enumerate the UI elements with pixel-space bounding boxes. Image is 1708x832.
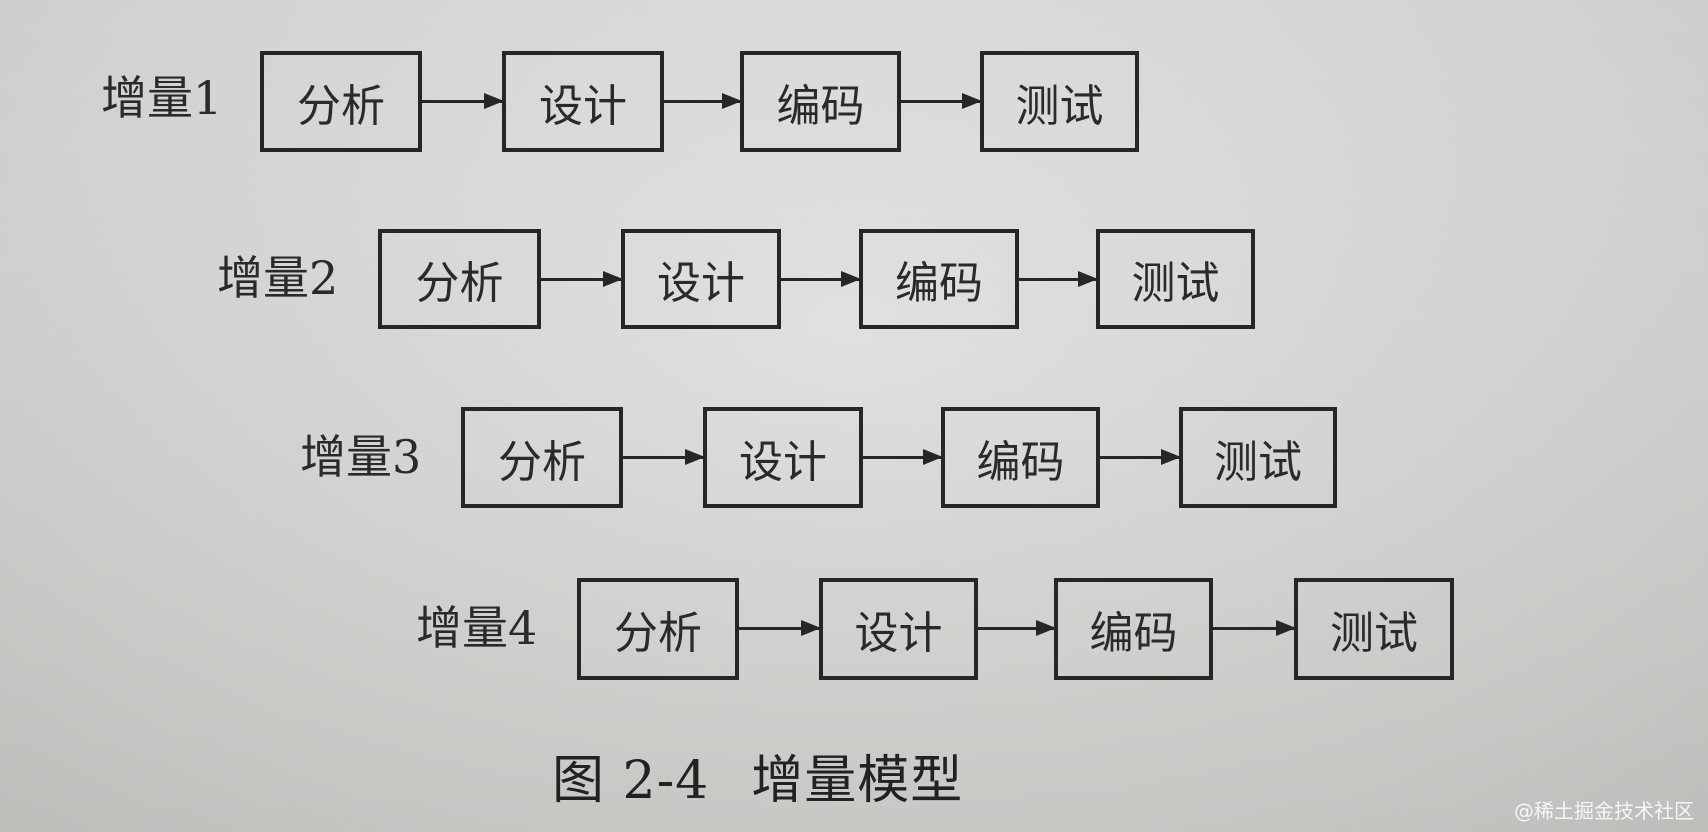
step-box-testing: 测试: [980, 51, 1139, 152]
step-box-design: 设计: [703, 407, 863, 508]
step-box-coding: 编码: [941, 407, 1100, 508]
flow-arrow: [664, 93, 742, 109]
flow-arrow: [1019, 271, 1098, 287]
step-box-testing: 测试: [1096, 229, 1255, 329]
flow-arrow: [978, 620, 1056, 636]
step-box-analysis: 分析: [461, 407, 623, 508]
step-box-coding: 编码: [740, 51, 901, 152]
step-box-analysis: 分析: [577, 578, 739, 680]
flow-arrow: [623, 449, 705, 465]
flow-arrow: [739, 620, 821, 636]
increment-label: 增量4: [416, 601, 538, 655]
flow-arrow: [781, 271, 861, 287]
step-box-design: 设计: [621, 229, 781, 329]
increment-label: 增量3: [300, 430, 422, 484]
step-box-coding: 编码: [859, 229, 1019, 329]
watermark: @稀土掘金技术社区: [1514, 799, 1694, 823]
flow-arrow: [1213, 620, 1296, 636]
flow-arrow: [863, 449, 943, 465]
flow-arrow: [541, 271, 623, 287]
figure-caption: 图 2-4 增量模型: [552, 738, 963, 813]
increment-label: 增量2: [217, 251, 339, 305]
step-box-testing: 测试: [1179, 407, 1337, 508]
flow-arrow: [1100, 449, 1181, 465]
flow-arrow: [901, 93, 982, 109]
step-box-analysis: 分析: [260, 51, 422, 152]
step-box-design: 设计: [502, 51, 664, 152]
step-box-analysis: 分析: [378, 229, 541, 329]
increment-label: 增量1: [101, 71, 223, 125]
flow-arrow: [422, 93, 504, 109]
step-box-testing: 测试: [1294, 578, 1454, 680]
figure-number: 图 2-4: [552, 751, 710, 811]
step-box-design: 设计: [819, 578, 978, 680]
step-box-coding: 编码: [1054, 578, 1213, 680]
figure-title: 增量模型: [751, 751, 964, 811]
